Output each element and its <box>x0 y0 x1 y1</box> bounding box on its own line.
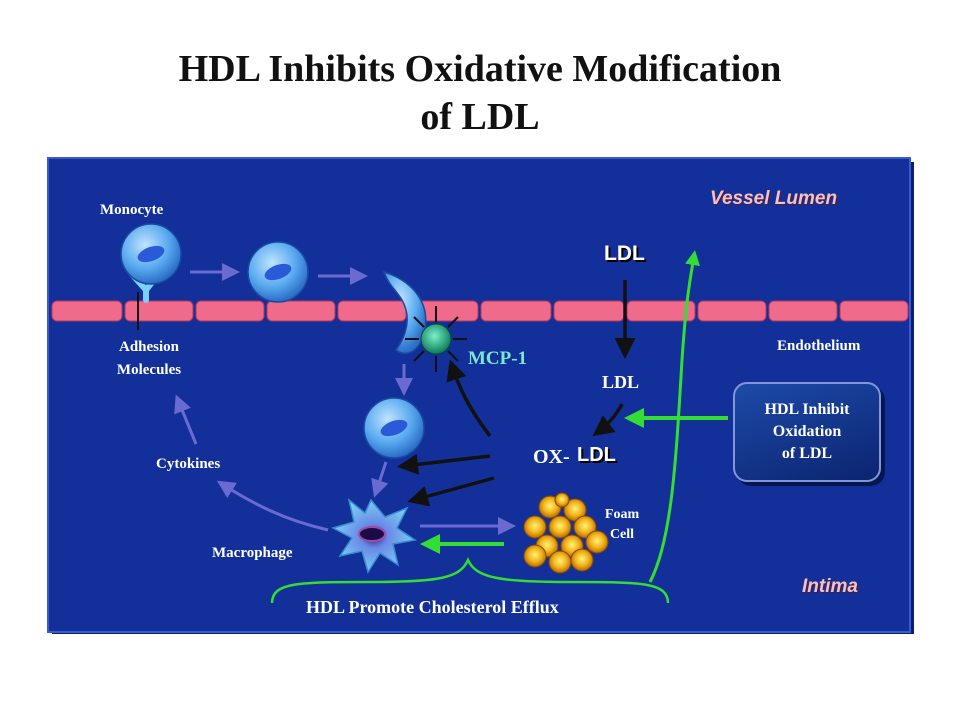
oxldl-arrows <box>397 280 636 507</box>
hdl-green-arrows <box>420 250 728 583</box>
foam-label-2: Cell <box>609 527 635 542</box>
macrophage-icon <box>330 498 417 574</box>
intima-label: Intima <box>802 576 858 597</box>
monocyte-cell-icon <box>120 223 182 285</box>
foam-cell-icon <box>523 492 609 574</box>
migrated-monocyte-icon <box>363 397 425 459</box>
vessel-lumen-label: Vessel Lumen <box>710 188 838 209</box>
pathway-arrows <box>174 263 516 535</box>
hdl-inhibit-line-3: of LDL <box>781 445 833 462</box>
monocyte-label: Monocyte <box>100 202 164 218</box>
adhesion-label-1: Adhesion <box>118 339 180 355</box>
cytokines-label: Cytokines <box>156 456 221 472</box>
foam-label-1: Foam <box>604 507 640 522</box>
hdl-inhibit-line-2: Oxidation <box>772 423 842 440</box>
title-line-1: HDL Inhibits Oxidative Modification <box>178 48 782 90</box>
ldl-top-label: LDL <box>604 242 645 265</box>
mcp1-label: MCP-1 <box>468 348 528 369</box>
endothelium-layer <box>51 300 909 322</box>
macrophage-label: Macrophage <box>212 545 293 561</box>
title-line-2: of LDL <box>420 96 540 138</box>
ldl-mid-label: LDL <box>602 372 640 392</box>
endothelium-label: Endothelium <box>777 338 861 354</box>
efflux-brace <box>270 556 670 604</box>
hdl-inhibit-line-1: HDL Inhibit <box>764 401 850 418</box>
rolling-monocyte-icon <box>247 241 309 303</box>
hdl-efflux-label: HDL Promote Cholesterol Efflux <box>306 597 559 617</box>
transmigrating-monocyte-icon <box>382 270 427 355</box>
hdl-inhibit-box: HDL Inhibit Oxidation of LDL <box>733 382 881 482</box>
ox-prefix-label: OX- <box>533 446 570 468</box>
adhesion-label-2: Molecules <box>116 362 182 378</box>
ox-ldl-label: LDL <box>577 444 616 466</box>
mcp1-molecule-icon <box>405 306 467 372</box>
